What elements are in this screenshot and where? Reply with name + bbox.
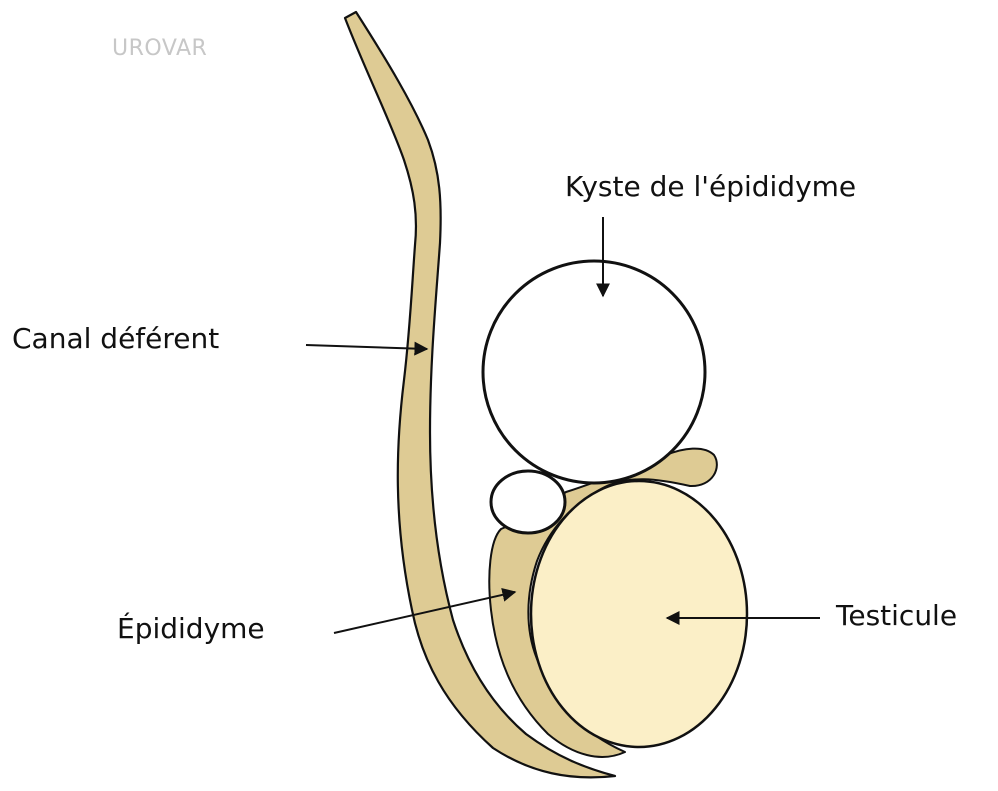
label-testicule: Testicule [836,602,957,630]
label-kyste-epididyme: Kyste de l'épididyme [565,173,856,201]
testicule-body [531,481,747,747]
small-cyst [491,471,565,533]
epididymal-cyst [483,261,705,483]
label-epididyme: Épididyme [117,615,265,643]
label-canal-deferent: Canal déférent [12,325,219,353]
watermark-text: UROVAR [112,36,207,61]
